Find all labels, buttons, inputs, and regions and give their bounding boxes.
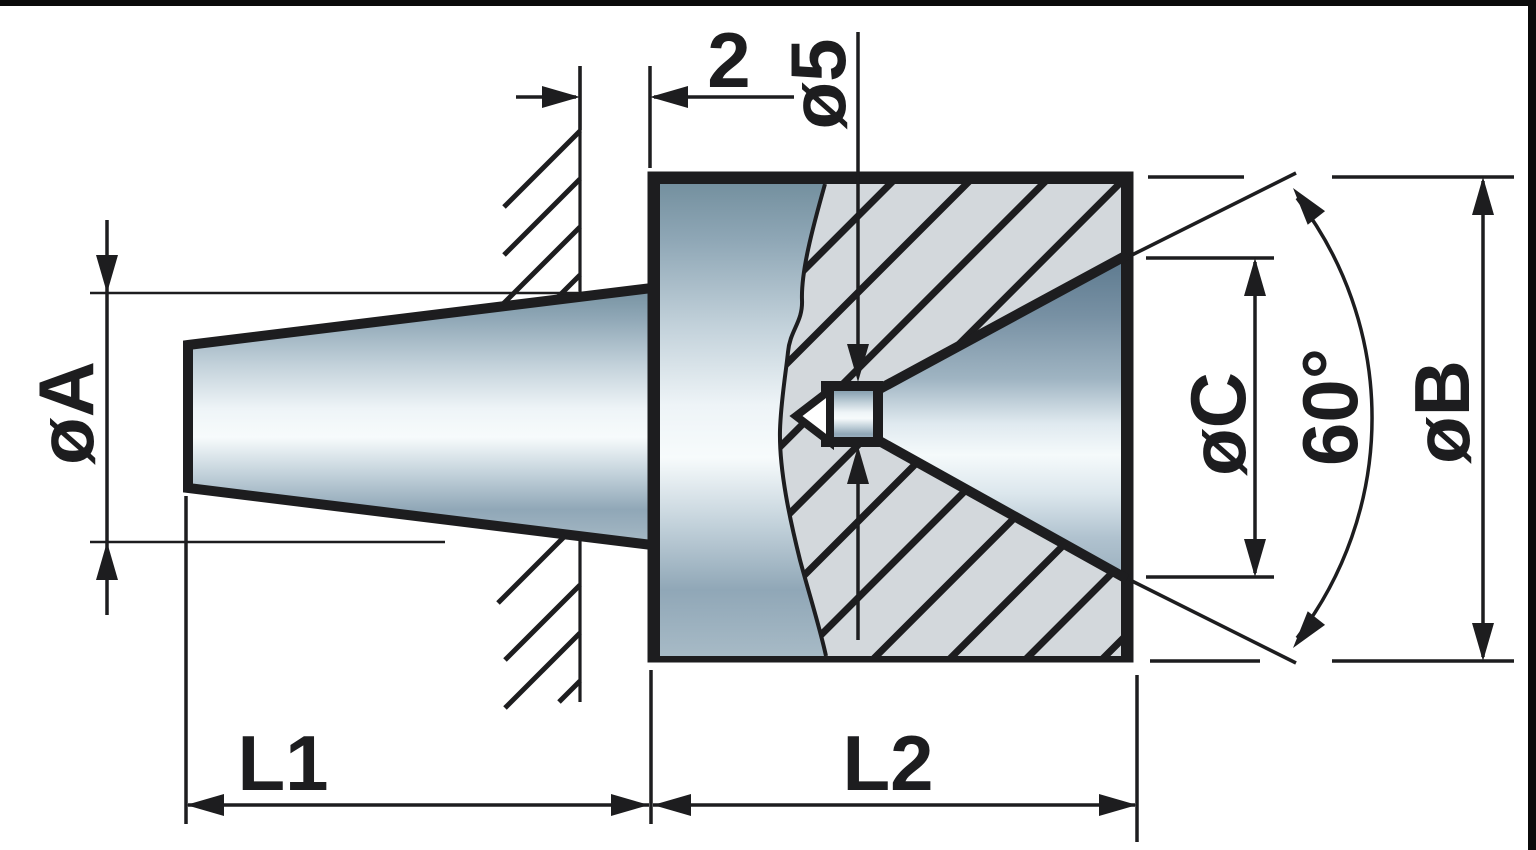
dim-l1: L1 [184, 496, 653, 824]
dim-l2: L2 [653, 675, 1139, 842]
angle-arc [1295, 196, 1374, 640]
hatch-stroke [503, 583, 582, 662]
centre-body [647, 171, 1134, 663]
hatch-stroke [553, 273, 582, 302]
dim-dia-b: øB [1148, 175, 1514, 663]
dim-label-dia-b: øB [1398, 360, 1486, 464]
arrowhead [1472, 177, 1494, 215]
arrowhead [186, 794, 224, 816]
dim-gap-2: 2 [516, 16, 794, 168]
unsectioned-surface-strip [660, 184, 826, 656]
arrowhead [653, 794, 691, 816]
arrowhead [1284, 181, 1326, 225]
dim-label-dia-a: øA [22, 361, 110, 465]
hatch-stroke [502, 129, 582, 209]
dim-label-dia-c: øC [1174, 372, 1262, 476]
cone-upper-edge [871, 250, 1130, 397]
arrowhead [1244, 539, 1266, 577]
dim-label-l1: L1 [237, 719, 328, 807]
angle-extension-line [1129, 578, 1297, 665]
top-border-bar [0, 0, 1536, 6]
dim-label-dia5: ø5 [774, 38, 862, 129]
arrowhead [96, 542, 118, 580]
hatch-stroke [503, 631, 582, 710]
hatch-stroke [496, 534, 567, 605]
dim-label-angle: 60° [1286, 348, 1374, 466]
break-line [777, 183, 828, 657]
arrowhead [1284, 611, 1326, 655]
dim-dia-c: øC [1146, 256, 1274, 579]
cone-lower-edge [871, 433, 1130, 584]
dim-label-l2: L2 [842, 719, 933, 807]
dim-label-gap: 2 [707, 16, 750, 104]
hatch-stroke [502, 177, 582, 257]
hatch-stroke [557, 679, 582, 704]
angle-extension-line [1129, 171, 1297, 258]
dim-dia-a: øA [22, 220, 578, 615]
cone-bore-surface [874, 258, 1121, 576]
arrowhead [1244, 258, 1266, 296]
arrowhead [611, 794, 649, 816]
dim-dia5: ø5 [774, 32, 869, 640]
arrowhead [650, 86, 688, 108]
right-border-bar [1528, 0, 1536, 850]
arrowhead [542, 86, 580, 108]
taper-shank-outline [183, 281, 665, 552]
dim-angle-60: 60° [1129, 171, 1374, 665]
arrowhead [1472, 623, 1494, 661]
arrowhead [1099, 794, 1137, 816]
hole-drill-point [789, 381, 834, 451]
arrowhead [96, 255, 118, 293]
taper-shank [183, 281, 665, 552]
